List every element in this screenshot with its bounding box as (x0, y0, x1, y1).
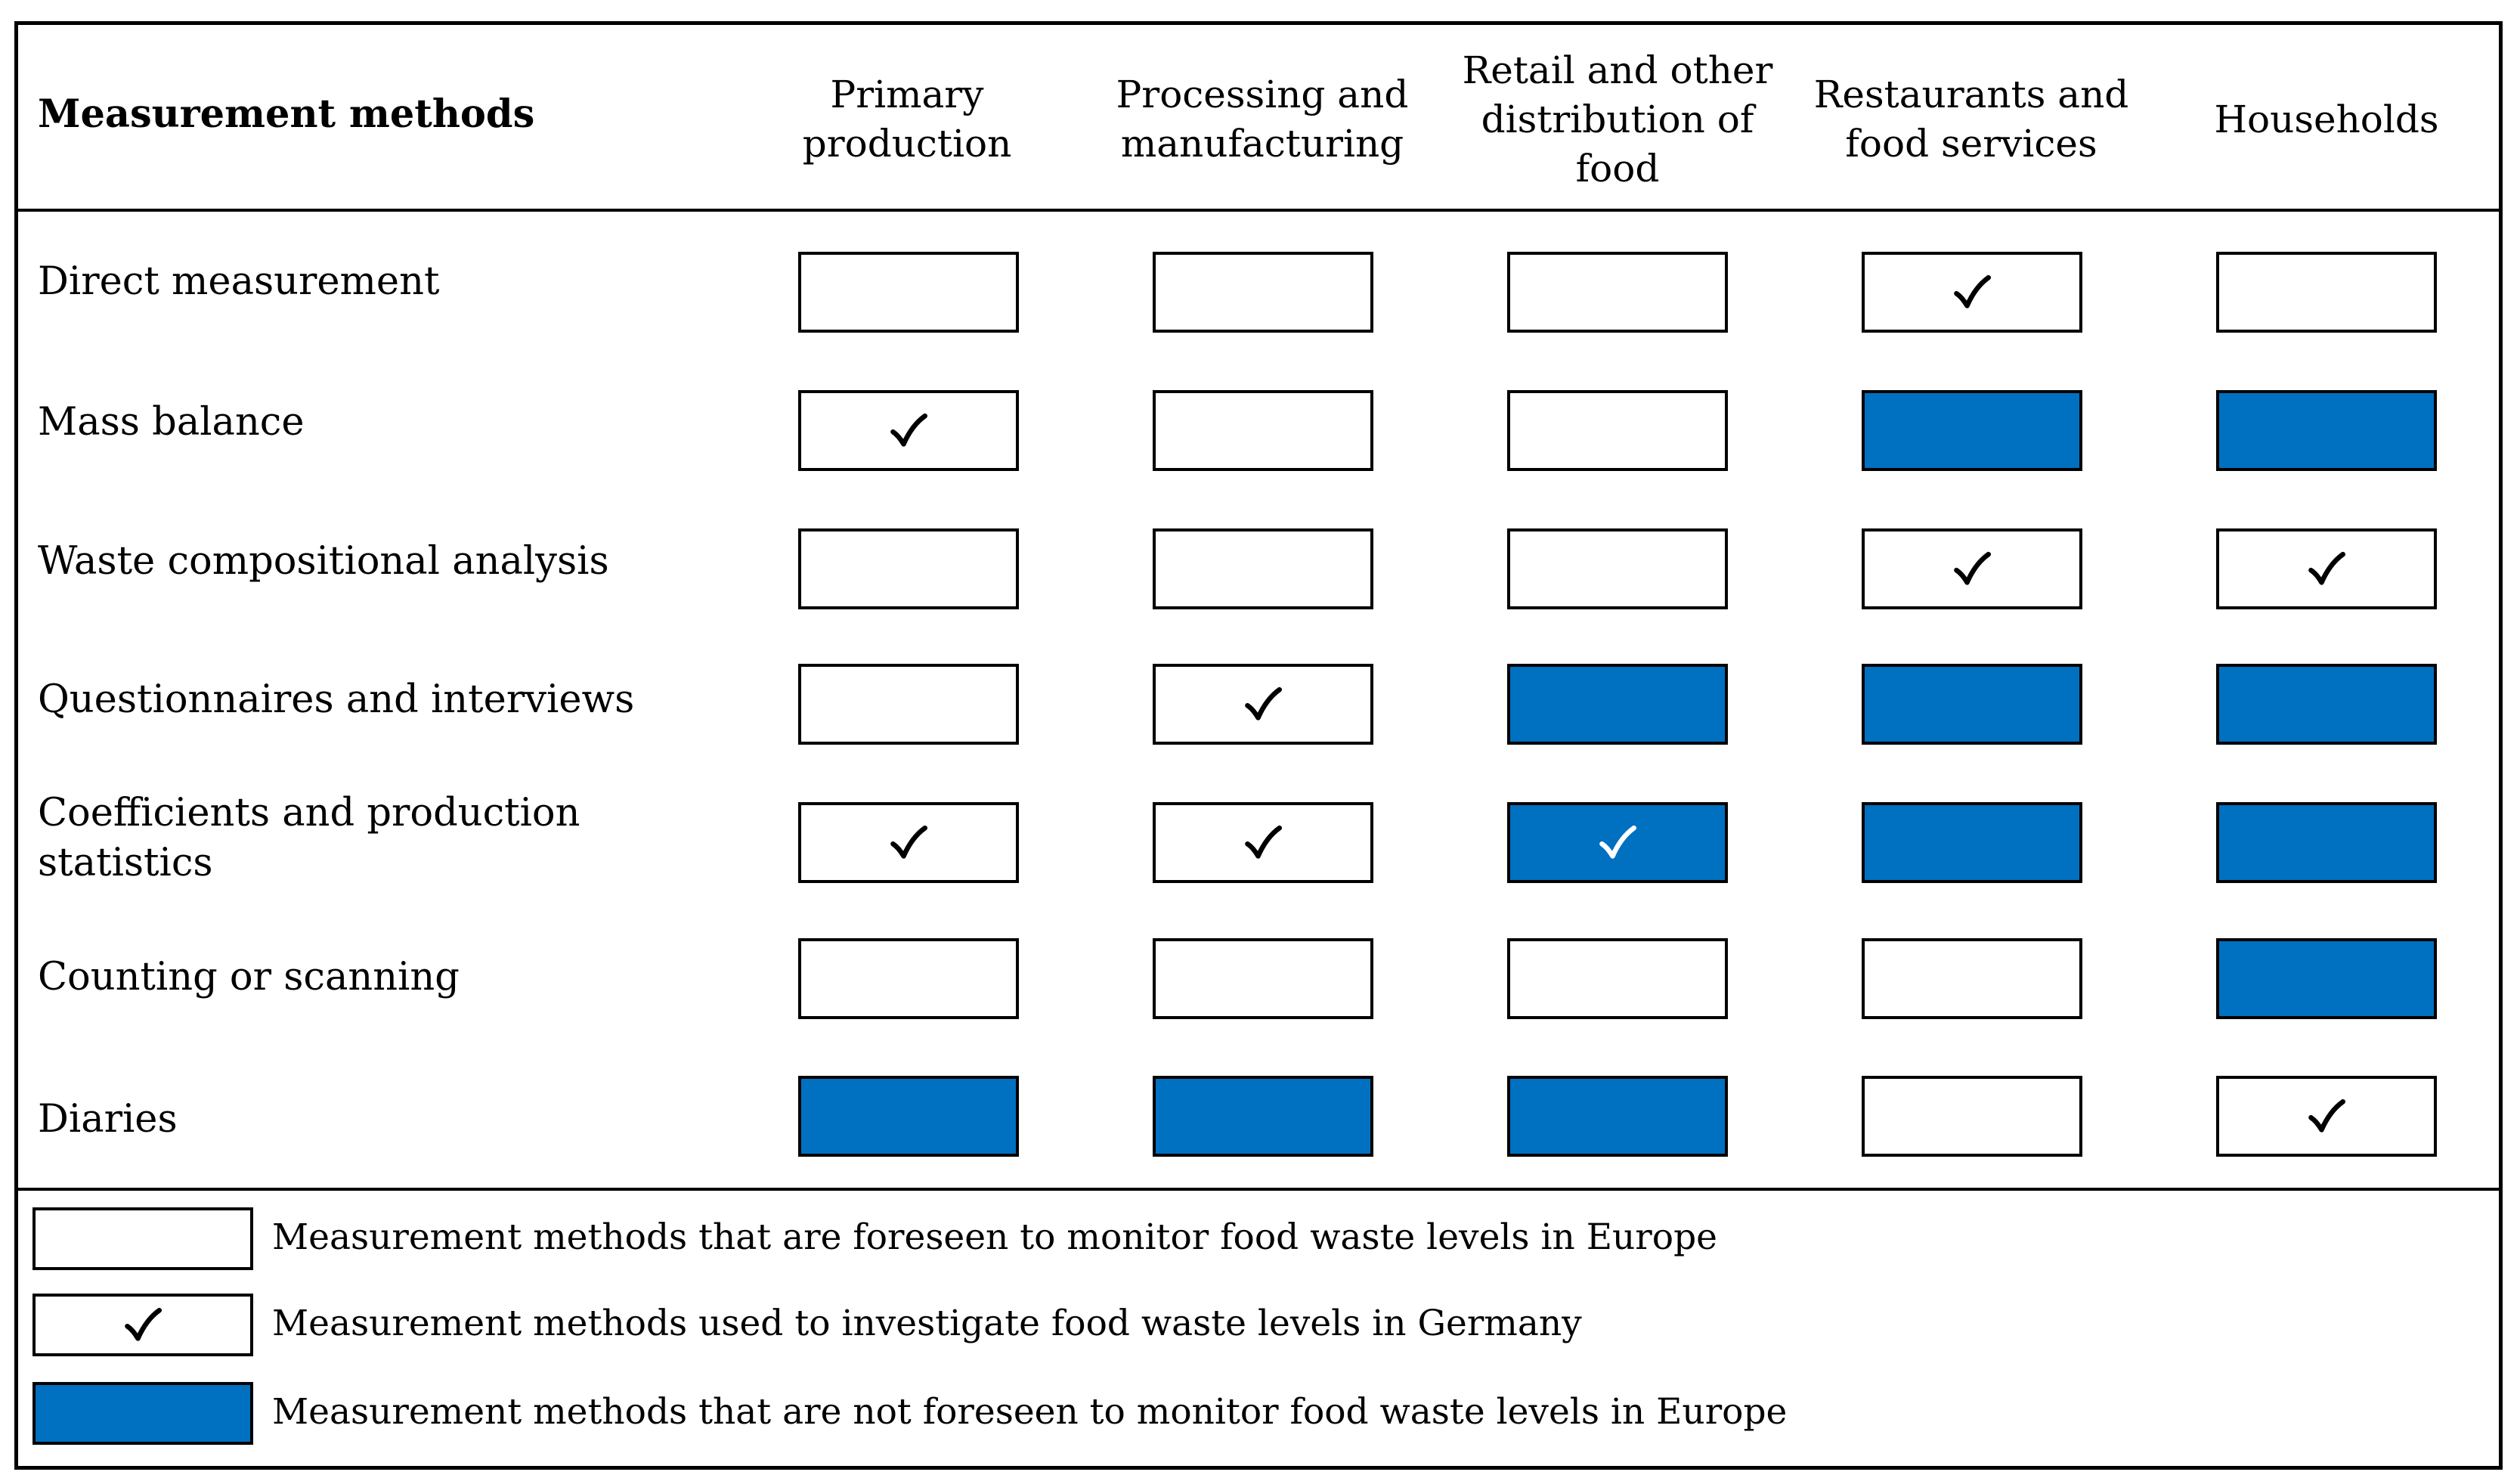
matrix-cell-check (1862, 252, 2082, 333)
header-divider (14, 209, 2503, 212)
matrix-cell-check (2216, 1076, 2437, 1157)
row-method-label: Mass balance (38, 400, 305, 445)
matrix-cell-check (798, 802, 1019, 883)
row-method-label: Counting or scanning (38, 955, 460, 999)
matrix-cell-check (2216, 528, 2437, 609)
check-icon (1954, 551, 1992, 585)
matrix-cell-blue (1862, 664, 2082, 745)
matrix-cell-check (1153, 802, 1373, 883)
check-icon (125, 1307, 163, 1341)
check-icon (2308, 1099, 2346, 1133)
matrix-cell-empty (1862, 1076, 2082, 1157)
check-icon (1245, 686, 1283, 720)
matrix-cell-blue (2216, 938, 2437, 1019)
legend-swatch-empty (33, 1207, 253, 1270)
row-method-label: Diaries (38, 1097, 178, 1142)
matrix-cell-blue (1862, 390, 2082, 471)
check-icon (890, 825, 928, 859)
matrix-cell-blue (1507, 664, 1728, 745)
legend-swatch-blue (33, 1382, 253, 1445)
legend-text: Measurement methods that are not foresee… (272, 1391, 1788, 1433)
matrix-cell-check (1862, 528, 2082, 609)
table-frame (14, 21, 2503, 1470)
row-method-label: Questionnaires and interviews (38, 677, 635, 722)
matrix-cell-check (1153, 664, 1373, 745)
legend-text: Measurement methods that are foreseen to… (272, 1216, 1717, 1258)
method-column-header: Measurement methods (38, 91, 535, 137)
matrix-cell-blue (2216, 802, 2437, 883)
matrix-cell-blue-check (1507, 802, 1728, 883)
matrix-cell-empty (1862, 938, 2082, 1019)
check-icon (2308, 551, 2346, 585)
matrix-cell-check (798, 390, 1019, 471)
matrix-cell-empty (2216, 252, 2437, 333)
matrix-cell-empty (1153, 252, 1373, 333)
matrix-cell-empty (1507, 252, 1728, 333)
matrix-cell-empty (1153, 528, 1373, 609)
matrix-cell-empty (1153, 390, 1373, 471)
matrix-cell-empty (1153, 938, 1373, 1019)
matrix-cell-blue (1862, 802, 2082, 883)
row-method-label: Waste compositional analysis (38, 539, 609, 584)
matrix-cell-empty (798, 252, 1019, 333)
matrix-cell-empty (1507, 938, 1728, 1019)
stage-header: Primary production (802, 73, 1012, 166)
matrix-cell-empty (798, 664, 1019, 745)
matrix-cell-empty (1507, 528, 1728, 609)
matrix-cell-blue (1507, 1076, 1728, 1157)
check-icon (1599, 825, 1637, 859)
matrix-cell-blue (2216, 390, 2437, 471)
stage-header: Restaurants and food services (1813, 73, 2129, 166)
matrix-cell-blue (1153, 1076, 1373, 1157)
matrix-cell-empty (798, 938, 1019, 1019)
row-method-label: Coefficients and production statistics (38, 791, 580, 886)
matrix-cell-empty (1507, 390, 1728, 471)
legend-divider (14, 1188, 2503, 1191)
check-icon (1245, 825, 1283, 859)
matrix-cell-blue (798, 1076, 1019, 1157)
stage-header: Retail and other distribution of food (1462, 48, 1773, 191)
legend-text: Measurement methods used to investigate … (272, 1303, 1582, 1344)
legend-swatch-check (33, 1294, 253, 1356)
row-method-label: Direct measurement (38, 259, 440, 304)
stage-header: Processing and manufacturing (1116, 73, 1409, 166)
check-icon (890, 413, 928, 447)
matrix-cell-empty (798, 528, 1019, 609)
check-icon (1954, 274, 1992, 308)
matrix-cell-blue (2216, 664, 2437, 745)
stage-header: Households (2214, 97, 2439, 141)
